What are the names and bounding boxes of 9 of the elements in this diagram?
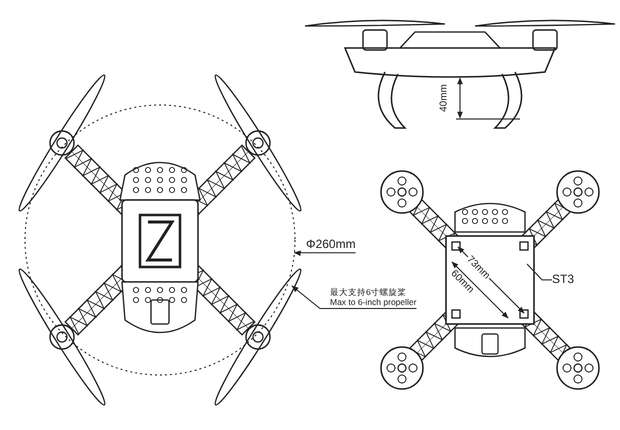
dimension-label: 40mm (438, 83, 450, 113)
part-label: ST3 (552, 273, 574, 287)
dashed-circle (24, 104, 296, 376)
propeller-note: 最大支持6寸螺旋桨 (330, 288, 408, 298)
leader-line (526, 264, 552, 280)
propeller-note: Max to 6-inch propeller (330, 298, 416, 308)
leader-line (291, 286, 417, 310)
leader-line (294, 250, 356, 256)
diameter-label: Φ260mm (306, 238, 356, 252)
